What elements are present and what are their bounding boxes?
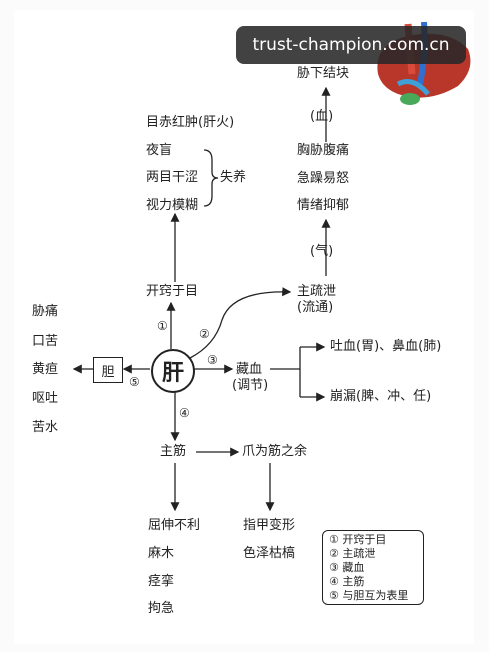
legend-item-2: ② 主疏泄 (329, 547, 376, 560)
legend-box: ① 开窍于目 ② 主疏泄 ③ 藏血 ④ 主筋 ⑤ 与胆互为表里 (322, 530, 424, 605)
store-blood-sub: (调节) (232, 378, 269, 393)
dispersion-sub: (流通) (297, 300, 334, 315)
nail-item-2: 色泽枯槁 (243, 546, 296, 561)
eye-item-4: 视力模糊 (146, 198, 199, 213)
eye-item-1: 目赤红肿(肝火) (146, 115, 235, 130)
qi-label: (气) (310, 244, 334, 259)
left-item-2: 口苦 (32, 334, 59, 349)
tendon-item-1: 屈伸不利 (148, 518, 201, 533)
num-4: ④ (179, 406, 190, 420)
opens-to-eyes-node: 开窍于目 (146, 284, 199, 299)
emotion-item-3: 胸胁腹痛 (297, 143, 350, 158)
left-item-3: 黄疸 (32, 362, 59, 377)
gallbladder-label: 胆 (101, 364, 115, 380)
watermark-label: trust-champion.com.cn (236, 26, 466, 64)
legend-item-5: ⑤ 与胆互为表里 (329, 589, 409, 602)
emotion-item-2: 急躁易怒 (297, 171, 350, 186)
legend-item-1: ① 开窍于目 (329, 533, 387, 546)
nails-node: 爪为筋之余 (242, 444, 308, 459)
left-item-5: 苦水 (32, 420, 59, 435)
tendon-item-3: 痉挛 (148, 574, 175, 589)
bleeding-item-2: 崩漏(脾、冲、任) (330, 389, 432, 404)
legend-item-3: ③ 藏血 (329, 561, 365, 574)
tendon-item-4: 拘急 (148, 601, 175, 616)
blood-label: (血) (310, 109, 334, 124)
bleeding-item-1: 吐血(胃)、鼻血(肺) (330, 339, 442, 354)
dispersion-node: 主疏泄 (297, 284, 337, 299)
liver-center-node: 肝 (151, 349, 195, 393)
gallbladder-box: 胆 (93, 357, 123, 383)
emotion-item-1: 情绪抑郁 (297, 198, 350, 213)
store-blood-node: 藏血 (236, 362, 263, 377)
left-item-1: 胁痛 (32, 304, 59, 319)
num-2: ② (199, 327, 210, 341)
left-item-4: 呕吐 (32, 391, 59, 406)
num-1: ① (157, 319, 168, 333)
tendon-item-2: 麻木 (148, 546, 175, 561)
eye-item-2: 夜盲 (146, 143, 173, 158)
hypochondrium-mass: 胁下结块 (297, 66, 350, 81)
nail-item-1: 指甲变形 (243, 518, 296, 533)
legend-item-4: ④ 主筋 (329, 575, 365, 588)
liver-label: 肝 (161, 361, 184, 386)
malnourish-label: 失养 (220, 170, 247, 185)
num-3: ③ (207, 353, 218, 367)
tendon-node: 主筋 (160, 444, 187, 459)
eye-item-3: 两目干涩 (146, 170, 199, 185)
num-5: ⑤ (129, 375, 140, 389)
